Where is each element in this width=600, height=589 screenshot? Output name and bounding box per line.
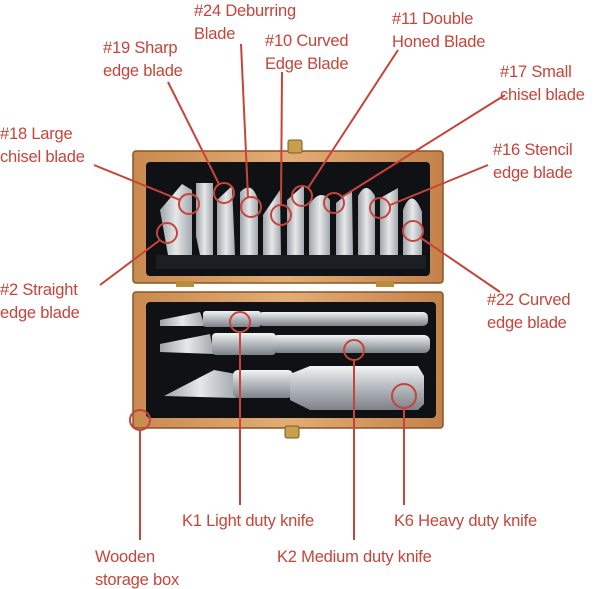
blade-stencil-b bbox=[380, 188, 398, 255]
label-double-honed-blade: #11 Double Honed Blade bbox=[392, 10, 486, 51]
blade-sharp-edge bbox=[196, 183, 213, 255]
blade-curved-22 bbox=[403, 198, 422, 255]
k2-handle bbox=[272, 335, 430, 353]
lid-clasp bbox=[287, 139, 303, 154]
callout-circle-double-honed bbox=[291, 185, 313, 207]
leader-sharp-edge bbox=[167, 81, 220, 185]
label-k6-heavy-duty-knife: K6 Heavy duty knife bbox=[394, 512, 537, 530]
k6-blade bbox=[164, 370, 236, 398]
callout-circle-large-chisel bbox=[178, 193, 200, 215]
k1-handle bbox=[258, 312, 428, 326]
leader-large-chisel bbox=[93, 164, 181, 201]
k1-blade bbox=[160, 312, 205, 326]
hinge-left bbox=[176, 281, 194, 287]
k6-collet bbox=[233, 370, 293, 398]
leader-stencil bbox=[389, 164, 489, 206]
leader-deburring bbox=[240, 43, 249, 198]
label-k2-medium-duty-knife: K2 Medium duty knife bbox=[277, 548, 432, 566]
leader-curved-10 bbox=[280, 71, 283, 206]
knife-k2 bbox=[160, 333, 430, 355]
leader-small-chisel bbox=[341, 94, 506, 198]
label-curved-edge-blade-10: #10 Curved Edge Blade bbox=[265, 32, 349, 73]
leader-curved-22 bbox=[420, 237, 501, 293]
callout-circle-small-chisel bbox=[323, 192, 345, 214]
label-stencil-edge-blade: #16 Stencil edge blade bbox=[493, 141, 573, 182]
callout-circle-curved-22 bbox=[402, 220, 424, 242]
label-small-chisel-blade: #17 Small chisel blade bbox=[500, 63, 585, 104]
callouts bbox=[93, 43, 506, 540]
label-deburring-blade: #24 Deburring Blade bbox=[194, 2, 296, 43]
label-straight-edge-blade: #2 Straight edge blade bbox=[0, 281, 80, 322]
blade-double-honed-b bbox=[287, 185, 304, 255]
blade-curved-b bbox=[309, 195, 330, 255]
blade-row bbox=[156, 183, 426, 269]
label-large-chisel-blade: #18 Large chisel blade bbox=[0, 125, 85, 166]
label-k1-light-duty-knife: K1 Light duty knife bbox=[182, 512, 314, 530]
leader-double-honed bbox=[307, 49, 399, 189]
blade-curved-10 bbox=[240, 187, 258, 255]
k1-collet bbox=[203, 311, 261, 327]
base-latch bbox=[284, 425, 300, 439]
blade-large-chisel bbox=[160, 184, 192, 255]
callout-circle-straight-edge bbox=[156, 222, 178, 244]
blade-small-chisel bbox=[336, 190, 353, 255]
callout-circle-sharp-edge bbox=[213, 182, 235, 204]
label-wooden-storage-box: Wooden storage box bbox=[95, 548, 180, 589]
label-sharp-edge-blade: #19 Sharp edge blade bbox=[103, 39, 183, 80]
k2-collet bbox=[212, 333, 276, 355]
knife-k6 bbox=[164, 366, 424, 410]
knife-k1 bbox=[160, 311, 428, 327]
callout-circle-stencil bbox=[369, 197, 391, 219]
blade-slot-ridge bbox=[156, 255, 426, 269]
hinge-right bbox=[376, 281, 394, 287]
leader-straight-edge bbox=[99, 239, 161, 286]
callout-circle-deburring bbox=[240, 196, 262, 218]
k2-blade bbox=[160, 334, 214, 354]
k6-handle bbox=[290, 366, 424, 410]
blade-stencil-a bbox=[358, 188, 375, 255]
label-curved-edge-blade-22: #22 Curved edge blade bbox=[487, 291, 571, 332]
